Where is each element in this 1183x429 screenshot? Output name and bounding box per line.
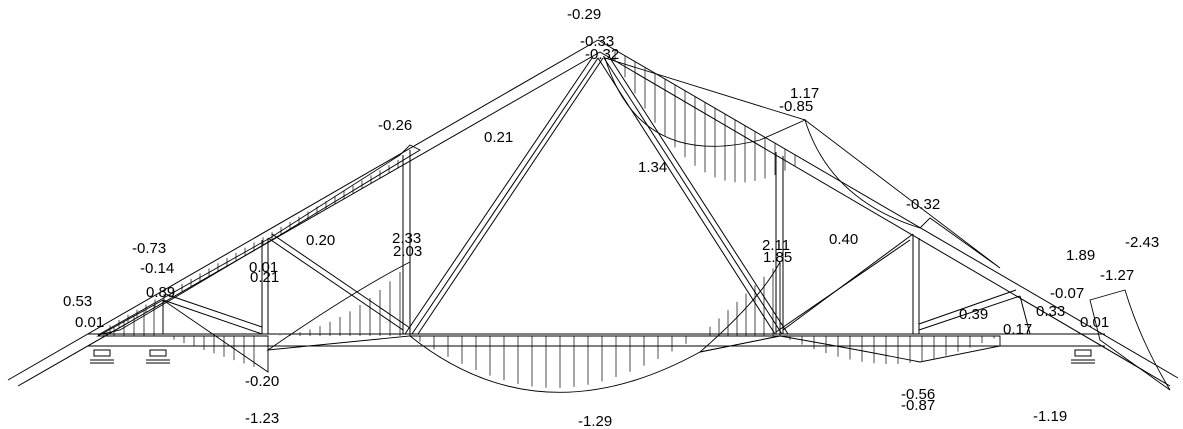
moment-bottom-center	[408, 335, 781, 393]
right-rafter-inner	[599, 51, 1171, 387]
moment-left-support	[96, 299, 269, 373]
diag-apex-right-a	[597, 57, 776, 335]
label-right-end-f: -1.27	[1100, 267, 1134, 284]
diag-left-low-a	[162, 299, 263, 335]
label-left-vertical: 2.03	[393, 243, 422, 260]
label-right-mid-web: 0.40	[829, 231, 858, 248]
label-apex-top: -0.29	[567, 6, 601, 23]
label-apex-2: -0.32	[585, 46, 619, 63]
moment-bottom-left	[266, 261, 411, 351]
label-right-bottom-b: -0.87	[901, 397, 935, 414]
label-left-end-a: 0.53	[63, 293, 92, 310]
label-left-mid-web: 0.20	[306, 232, 335, 249]
label-right-rafter-mid: -0.32	[906, 196, 940, 213]
support-left-2	[146, 349, 170, 364]
diag-left-mid-b	[271, 233, 411, 329]
label-right-moment: -1.19	[1033, 408, 1067, 425]
stub-right	[1019, 295, 1031, 335]
diag-left-mid-a	[267, 237, 404, 331]
label-left-rafter-low: -0.73	[132, 240, 166, 257]
moment-right-lower	[779, 335, 1001, 363]
label-right-end-b: 0.01	[1080, 314, 1109, 331]
label-upper-left-web: 0.21	[484, 129, 513, 146]
moment-hatching	[103, 49, 995, 388]
label-center-moment: -1.29	[578, 413, 612, 429]
moment-bottom-right	[698, 261, 781, 353]
diag-right-low-a	[918, 295, 1021, 331]
label-apex-1: -0.33	[580, 33, 614, 50]
support-left-1	[90, 349, 114, 364]
label-right-top-a: 1.17	[790, 85, 819, 102]
label-right-top-b: -0.85	[779, 98, 813, 115]
label-right-end-d: 1.89	[1066, 247, 1095, 264]
label-right-bottom-a: -0.56	[901, 386, 935, 403]
right-rafter-outer	[597, 39, 1179, 379]
label-right-vertical-top: 2.11	[762, 237, 790, 254]
support-right	[1071, 349, 1095, 364]
label-left-stub-vertical: 0.01	[249, 259, 278, 276]
label-right-bottom-chord: 0.17	[1003, 321, 1032, 338]
diag-right-low-b	[918, 289, 1017, 325]
label-right-web: 1.34	[638, 159, 667, 176]
left-rafter-outer	[7, 39, 599, 381]
diag-apex-left-b	[411, 57, 599, 335]
label-right-end-c: -0.07	[1050, 285, 1084, 302]
moment-diagram-fills	[96, 57, 1171, 393]
force-labels: -0.29 -0.33 -0.32 0.21 -0.26 1.34 1.17 -…	[63, 6, 1159, 429]
label-left-bottom-chord: -0.20	[245, 373, 279, 390]
label-left-end-b: 0.01	[75, 314, 104, 331]
moment-right-end	[1089, 289, 1171, 391]
label-right-low-diag: 0.39	[959, 306, 988, 323]
supports	[90, 349, 1095, 364]
diag-apex-left-a	[404, 57, 593, 335]
label-left-rafter-low-2: -0.14	[140, 260, 174, 277]
label-right-end-e: -2.43	[1125, 234, 1159, 251]
label-left-vertical-top: 2.33	[392, 230, 421, 247]
diag-left-low-b	[164, 293, 263, 328]
label-left-rafter-upper: -0.26	[378, 117, 412, 134]
diag-apex-right-b	[603, 57, 783, 335]
diag-right-mid-b	[775, 239, 911, 333]
label-left-stub-top: 0.21	[250, 269, 279, 286]
diag-apex-right-c	[609, 57, 789, 335]
diag-apex-left-c	[417, 57, 604, 335]
label-right-vertical: 1.85	[763, 249, 792, 266]
moment-left-rafter	[97, 144, 421, 336]
label-left-low-diag: 0.89	[146, 284, 175, 301]
left-rafter-inner	[17, 51, 601, 387]
label-left-moment: -1.23	[245, 410, 279, 427]
label-right-end-a: 0.33	[1036, 303, 1065, 320]
truss-members	[7, 39, 1179, 387]
